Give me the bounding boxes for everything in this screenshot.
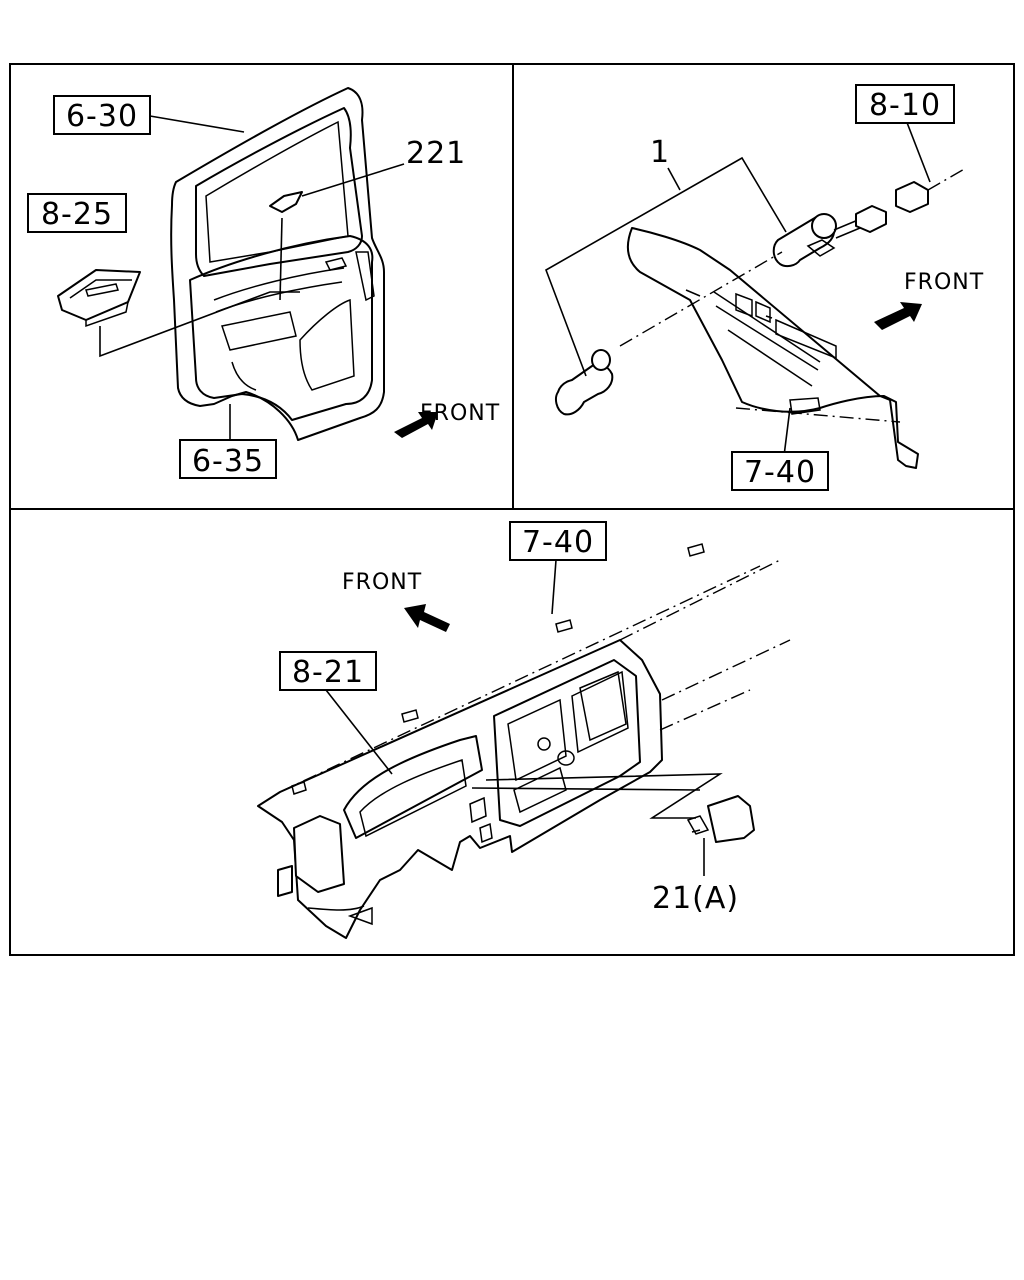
- door-armrest: [213, 267, 345, 351]
- callout-8-21: 8-21: [279, 651, 377, 691]
- callout-8-10: 8-10: [855, 84, 955, 124]
- front-arrow-icon: [394, 412, 438, 438]
- lighter-knob: [555, 363, 614, 416]
- callout-7-40-bottom: 7-40: [509, 521, 607, 561]
- connector-large: [895, 181, 929, 213]
- door-window-inner: [205, 120, 349, 263]
- front-label-dashboard: FRONT: [342, 570, 422, 595]
- door-lamp-221: [269, 191, 303, 213]
- door-trim: [189, 235, 374, 421]
- front-arrow-console-icon: [874, 302, 922, 330]
- callout-6-35-text: 6-35: [192, 444, 264, 479]
- callout-8-25: 8-25: [27, 193, 127, 233]
- center-stack: [493, 659, 641, 827]
- callout-8-10-text: 8-10: [869, 88, 941, 123]
- front-label-console: FRONT: [904, 270, 984, 295]
- door-pocket: [231, 298, 355, 391]
- callout-8-21-text: 8-21: [292, 655, 364, 690]
- connector-small: [855, 205, 887, 233]
- side-panel-7-40: [626, 227, 919, 469]
- door-handle: [324, 251, 375, 302]
- callout-7-40-top: 7-40: [731, 451, 829, 491]
- callout-6-30-text: 6-30: [66, 99, 138, 134]
- dash-top-surface: [257, 639, 663, 939]
- console-panel: 1 8-10 7-40 FRONT: [545, 84, 984, 491]
- instrument-cluster-hood: [343, 735, 483, 839]
- part-number-221: 221: [406, 136, 466, 171]
- window-switch: [57, 269, 141, 321]
- door-window-frame: [195, 107, 363, 277]
- callout-7-40-bottom-text: 7-40: [522, 525, 594, 560]
- callout-8-25-text: 8-25: [41, 197, 113, 232]
- door-shape: [170, 87, 385, 441]
- callout-6-35: 6-35: [179, 439, 277, 479]
- left-vent: [293, 815, 345, 893]
- part-number-1: 1: [650, 135, 670, 170]
- dashboard-panel: 7-40 8-21 21(A) FRONT: [257, 521, 791, 939]
- front-arrow-dashboard-icon: [404, 604, 450, 632]
- part-number-21a: 21(A): [652, 881, 739, 916]
- callout-7-40-top-text: 7-40: [744, 455, 816, 490]
- door-panel: 6-30 8-25 221 6-35 FRONT: [27, 87, 499, 479]
- panel-frame-bottom: [9, 508, 1015, 956]
- dash-switch-21a: [707, 795, 755, 843]
- callout-6-30: 6-30: [53, 95, 151, 135]
